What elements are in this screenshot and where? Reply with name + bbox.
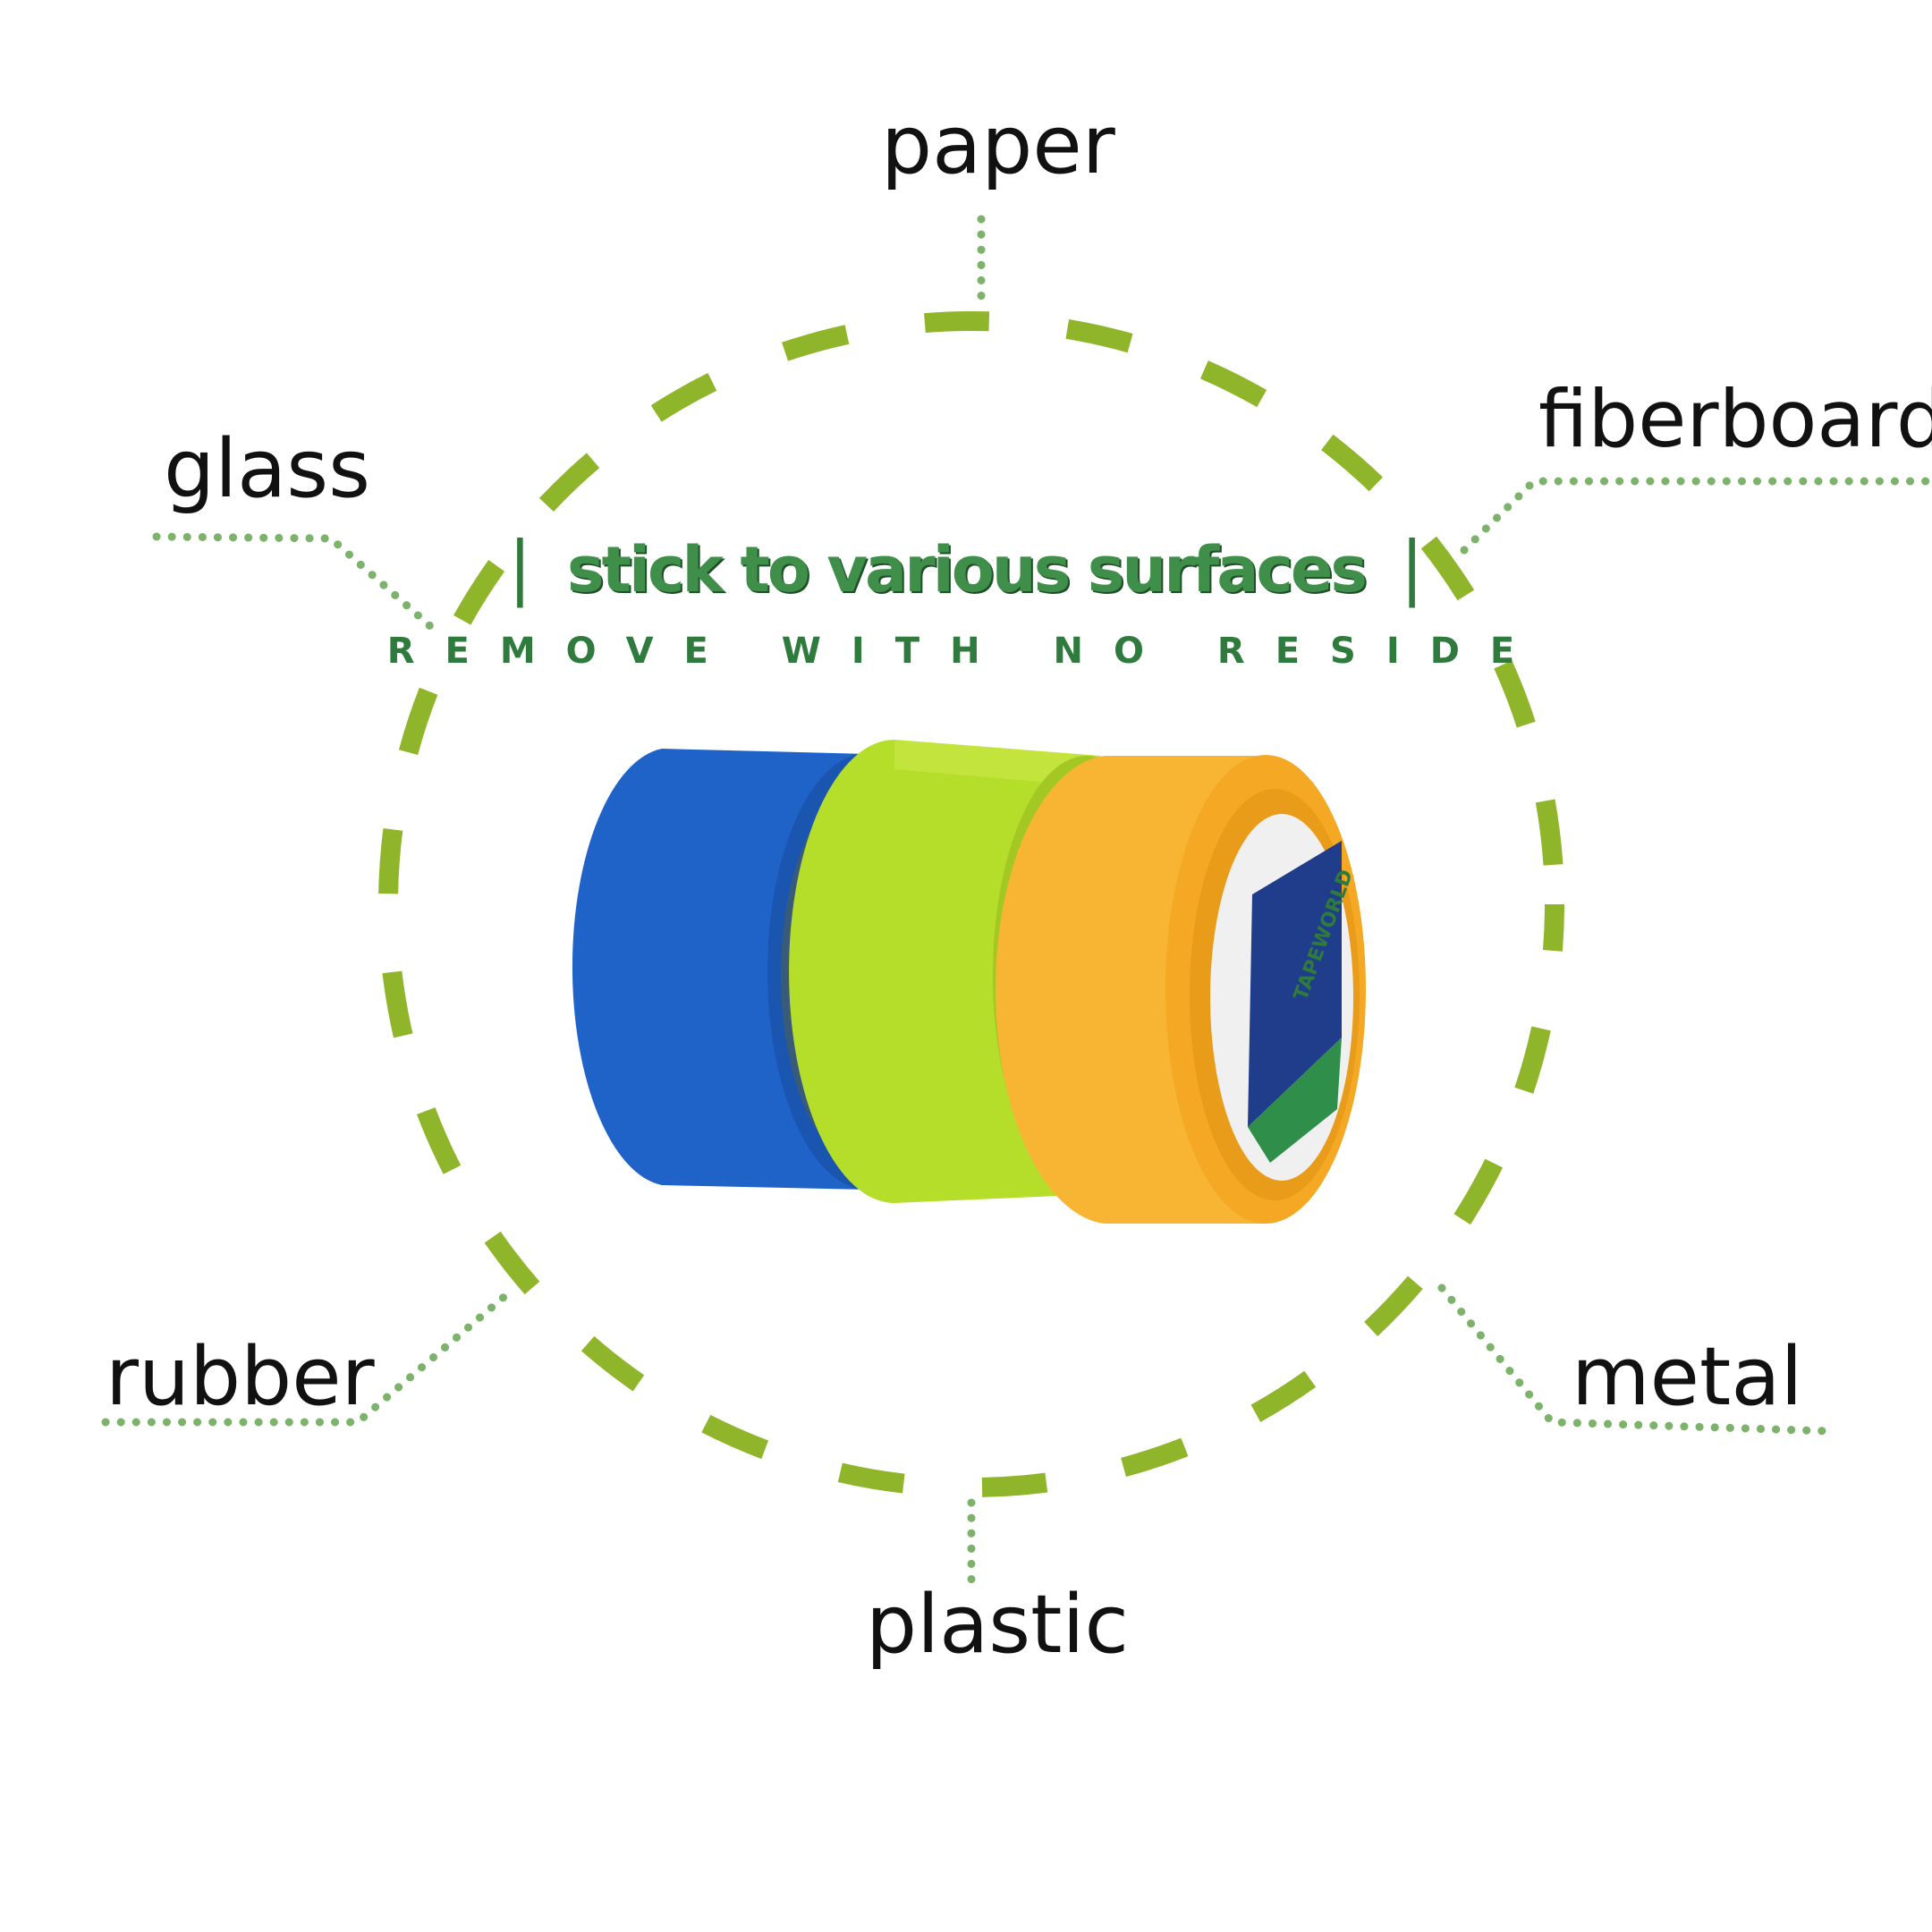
label-glass: glass (164, 422, 371, 516)
fiberboard-connector (1460, 477, 1932, 555)
label-plastic: plastic (866, 1578, 1129, 1672)
label-metal: metal (1572, 1330, 1803, 1424)
label-paper: paper (881, 98, 1115, 192)
headline-divider-left: | (508, 528, 532, 608)
headline-divider-right: | (1400, 528, 1424, 608)
label-fiberboard: fiberboard (1538, 373, 1932, 465)
glass-connector (152, 532, 443, 638)
headline: | stick to various surfaces | (0, 533, 1932, 603)
headline-text: stick to various surfaces (566, 533, 1368, 606)
orange-tape-roll (996, 755, 1366, 1224)
subheadline: REMOVE WITH NO RESIDE (386, 631, 1546, 672)
tape-rolls-image: TAPEWORLD (572, 740, 1366, 1224)
dashed-circle (378, 311, 1564, 1497)
metal-connector (1437, 1284, 1834, 1436)
label-rubber: rubber (106, 1330, 375, 1424)
